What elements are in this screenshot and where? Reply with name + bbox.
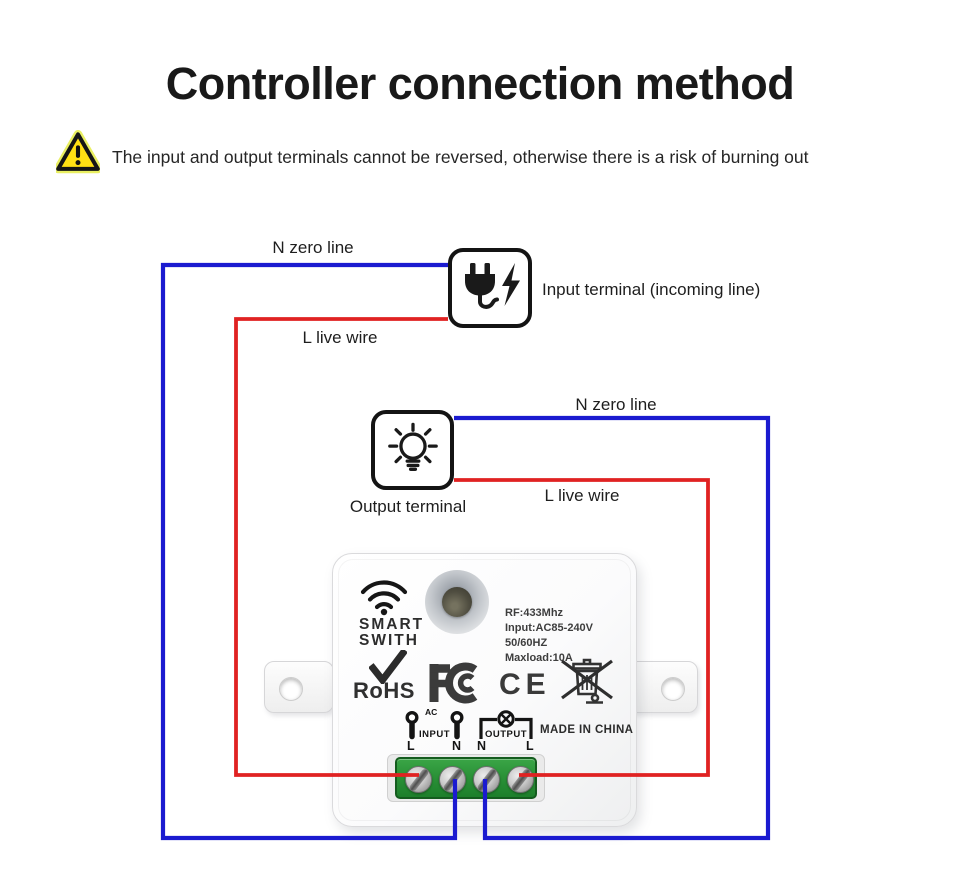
label-output-terminal: Output terminal — [349, 497, 467, 516]
label-input-neutral: N zero line — [272, 238, 354, 257]
label-ac: AC — [425, 707, 438, 717]
terminal-screw-output-n[interactable] — [473, 766, 500, 793]
page-title: Controller connection method — [165, 58, 795, 109]
light-bulb-icon — [387, 422, 438, 471]
rohs-mark: RoHS — [353, 678, 415, 703]
label-output-n: N — [477, 739, 487, 753]
spec-rf: RF:433Mhz — [505, 607, 564, 619]
weee-bin-icon — [561, 658, 613, 704]
terminal-screw-input-n[interactable] — [439, 766, 466, 793]
label-input: INPUT — [419, 729, 450, 740]
brand-text: SMART SWITH — [359, 617, 424, 648]
push-button[interactable] — [442, 587, 472, 617]
output-terminal-box — [371, 410, 454, 490]
label-output: OUTPUT — [485, 729, 528, 740]
input-pin-n-icon — [450, 711, 464, 740]
terminal-screw-output-l[interactable] — [507, 766, 534, 793]
warning-triangle-icon — [56, 130, 100, 174]
wifi-icon — [360, 580, 408, 616]
terminal-screw-input-l[interactable] — [405, 766, 432, 793]
label-output-l: L — [526, 739, 534, 753]
made-in-label: MADE IN CHINA — [540, 724, 634, 736]
mount-hole-right-icon — [661, 677, 685, 701]
label-input-live: L live wire — [302, 328, 378, 347]
label-output-neutral: N zero line — [575, 395, 657, 414]
label-input-n: N — [452, 739, 462, 753]
mount-hole-left-icon — [279, 677, 303, 701]
input-pin-l-icon — [405, 711, 419, 740]
mounting-ear-right — [628, 661, 698, 713]
spec-input-voltage: Input:AC85-240V 50/60HZ — [505, 622, 594, 649]
warning-text: The input and output terminals cannot be… — [112, 147, 809, 167]
smart-switch-device: SMART SWITH RF:433Mhz Input:AC85-240V 50… — [332, 553, 637, 827]
label-input-l: L — [407, 739, 415, 753]
label-input-terminal: Input terminal (incoming line) — [542, 280, 761, 299]
brand-line1: SMART — [359, 616, 425, 633]
label-output-live: L live wire — [544, 486, 620, 505]
ce-mark: CE — [499, 668, 551, 701]
mounting-ear-left — [264, 661, 334, 713]
brand-line2: SWITH — [359, 631, 419, 649]
plug-bolt-icon — [465, 263, 520, 309]
fcc-logo-icon — [429, 662, 478, 704]
input-terminal-box — [448, 248, 532, 328]
